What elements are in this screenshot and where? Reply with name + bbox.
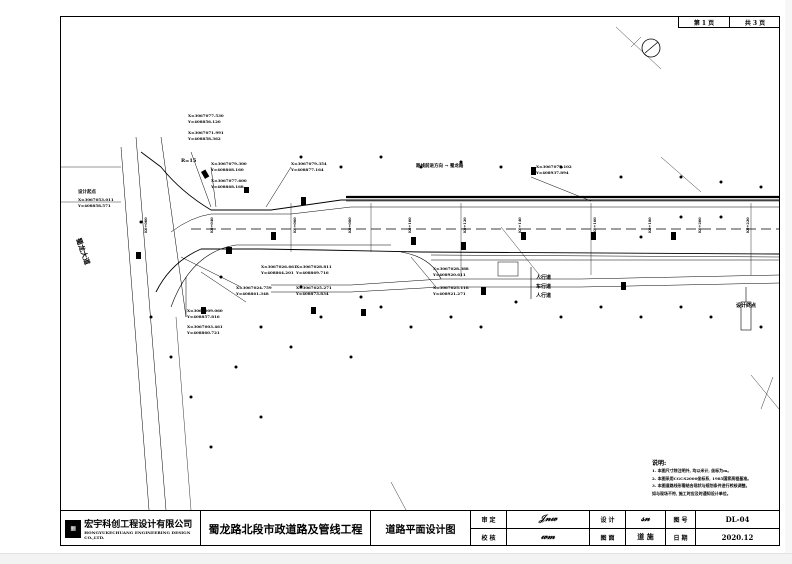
date-label: 日 期 xyxy=(666,528,696,546)
svg-text:Y=408864.201: Y=408864.201 xyxy=(260,270,294,275)
svg-text:Y=408860.721: Y=408860.721 xyxy=(186,330,220,335)
svg-text:K0+080: K0+080 xyxy=(348,217,352,233)
notes-block: 说明: 1. 本图尺寸除注明外, 均以米计, 坐标为m。 2. 本图采用CGCS… xyxy=(652,458,778,497)
coord-label: X=3067077.530 xyxy=(188,113,224,118)
road-north-edge xyxy=(211,199,779,211)
category-value: 道 施 xyxy=(626,528,666,546)
svg-text:X=3067025.118: X=3067025.118 xyxy=(433,285,469,290)
svg-text:Y=408857.816: Y=408857.816 xyxy=(186,314,220,319)
signature-grid: 审 定 𝒥𝓃𝓌 设 计 𝓈𝓃 图 号 DL-04 校 核 𝓌𝓂 图 面 道 施 … xyxy=(471,511,779,546)
company-logo-icon: ▦ xyxy=(65,519,82,538)
total-pages-label: 共 3 页 xyxy=(729,17,780,27)
title-block: ▦ 宏宇科创工程设计有限公司 HONGYUKECHUANG ENGINEERIN… xyxy=(61,510,779,546)
vertical-scrollbar[interactable] xyxy=(785,0,792,553)
company-name: 宏宇科创工程设计有限公司 xyxy=(84,520,193,530)
approver-signature: 𝒥𝓃𝓌 xyxy=(507,511,590,529)
notes-title: 说明: xyxy=(652,460,667,467)
checker-signature: 𝓌𝓂 xyxy=(507,528,590,546)
drawing-title: 道路平面设计图 xyxy=(371,511,471,546)
svg-text:K0+100: K0+100 xyxy=(408,217,412,233)
svg-text:设计终点: 设计终点 xyxy=(736,302,756,309)
note-line: 1. 本图尺寸除注明外, 均以米计, 坐标为m。 xyxy=(652,468,732,473)
svg-text:K0+040: K0+040 xyxy=(210,217,214,233)
svg-text:Y=408856.120: Y=408856.120 xyxy=(187,119,221,124)
svg-text:X=3067079.300: X=3067079.300 xyxy=(211,161,247,166)
svg-text:K0+220: K0+220 xyxy=(746,217,750,233)
note-line: 如与现场不符, 施工时应及时通知设计单位。 xyxy=(652,490,731,496)
svg-text:K0+000: K0+000 xyxy=(144,217,148,233)
svg-text:X=3067024.759: X=3067024.759 xyxy=(236,285,272,290)
road-south-edge xyxy=(201,248,779,255)
svg-text:人行道: 人行道 xyxy=(535,292,551,299)
drawing-no-value: DL-04 xyxy=(696,511,779,529)
svg-text:X=3067077.600: X=3067077.600 xyxy=(211,178,247,183)
north-arrow-icon xyxy=(641,38,661,58)
svg-text:Y=408920.611: Y=408920.611 xyxy=(432,272,466,277)
svg-text:X=3067026.661: X=3067026.661 xyxy=(261,264,297,269)
designer-signature: 𝓈𝓃 xyxy=(626,511,666,529)
drawing-label: 图 面 xyxy=(590,528,626,546)
svg-text:X=3067025.271: X=3067025.271 xyxy=(296,285,332,290)
svg-text:X=3067071.991: X=3067071.991 xyxy=(188,130,224,135)
svg-text:X=3067079.354: X=3067079.354 xyxy=(291,161,327,166)
company-cell: ▦ 宏宇科创工程设计有限公司 HONGYUKECHUANG ENGINEERIN… xyxy=(61,511,201,546)
drawing-no-label: 图 号 xyxy=(666,511,696,529)
note-line: 3. 本图道路线形需结合现状与规划条件进行校核调整。 xyxy=(652,483,750,488)
svg-text:Y=408868.160: Y=408868.160 xyxy=(210,167,244,172)
svg-text:人行道: 人行道 xyxy=(535,274,551,281)
svg-text:Y=408873.834: Y=408873.834 xyxy=(295,291,329,296)
svg-text:Y=408858.362: Y=408858.362 xyxy=(187,136,221,141)
company-name-en: HONGYUKECHUANG ENGINEERING DESIGN CO.,LT… xyxy=(84,530,191,540)
horizontal-scrollbar[interactable] xyxy=(0,553,792,564)
svg-text:K0+160: K0+160 xyxy=(593,217,597,233)
svg-text:X=3067077.102: X=3067077.102 xyxy=(536,164,572,169)
svg-text:Y=408937.894: Y=408937.894 xyxy=(535,170,569,175)
check-label: 校 核 xyxy=(471,528,507,546)
note-line: 2. 本图采用CGCS2000坐标系, 1985国家高程基准。 xyxy=(652,475,752,481)
svg-text:K0+060: K0+060 xyxy=(293,217,297,233)
road-plan-drawing: X=3067077.530 Y=408856.120 X=3067071.991… xyxy=(61,26,779,510)
road-name-label: 蜀龙大道 xyxy=(74,237,92,266)
date-value: 2020.12 xyxy=(721,532,754,542)
svg-text:X=3067003.461: X=3067003.461 xyxy=(187,324,223,329)
svg-text:K0+180: K0+180 xyxy=(648,217,652,233)
svg-text:R=15: R=15 xyxy=(181,158,197,164)
svg-text:X=3067053.011: X=3067053.011 xyxy=(78,197,114,202)
project-name: 蜀龙路北段市政道路及管线工程 xyxy=(201,511,371,546)
svg-text:Y=408921.271: Y=408921.271 xyxy=(432,291,466,296)
svg-text:K0+120: K0+120 xyxy=(463,217,467,233)
svg-text:Y=408869.716: Y=408869.716 xyxy=(295,270,329,275)
svg-text:Y=408858.571: Y=408858.571 xyxy=(77,203,111,208)
svg-text:Y=408877.164: Y=408877.164 xyxy=(290,167,324,172)
svg-text:车行道: 车行道 xyxy=(536,283,551,290)
sheet-number-box: 第 1 页 共 3 页 xyxy=(678,17,780,28)
svg-text:Y=408861.348: Y=408861.348 xyxy=(235,291,269,296)
svg-text:路线前进方向 → 蜀龙路: 路线前进方向 → 蜀龙路 xyxy=(416,162,464,169)
svg-text:Y=408868.168: Y=408868.168 xyxy=(210,184,244,189)
current-page-label: 第 1 页 xyxy=(693,19,715,27)
design-label: 设 计 xyxy=(590,511,626,529)
svg-text:设计起点: 设计起点 xyxy=(78,188,96,195)
svg-text:X=3067028.811: X=3067028.811 xyxy=(296,264,332,269)
approve-label: 审 定 xyxy=(471,511,507,529)
drawing-sheet xyxy=(60,16,780,546)
svg-text:X=3067009.060: X=3067009.060 xyxy=(187,308,223,313)
svg-text:K0+140: K0+140 xyxy=(518,217,522,233)
svg-text:X=3067028.388: X=3067028.388 xyxy=(433,266,469,271)
svg-text:K0+200: K0+200 xyxy=(698,217,702,233)
